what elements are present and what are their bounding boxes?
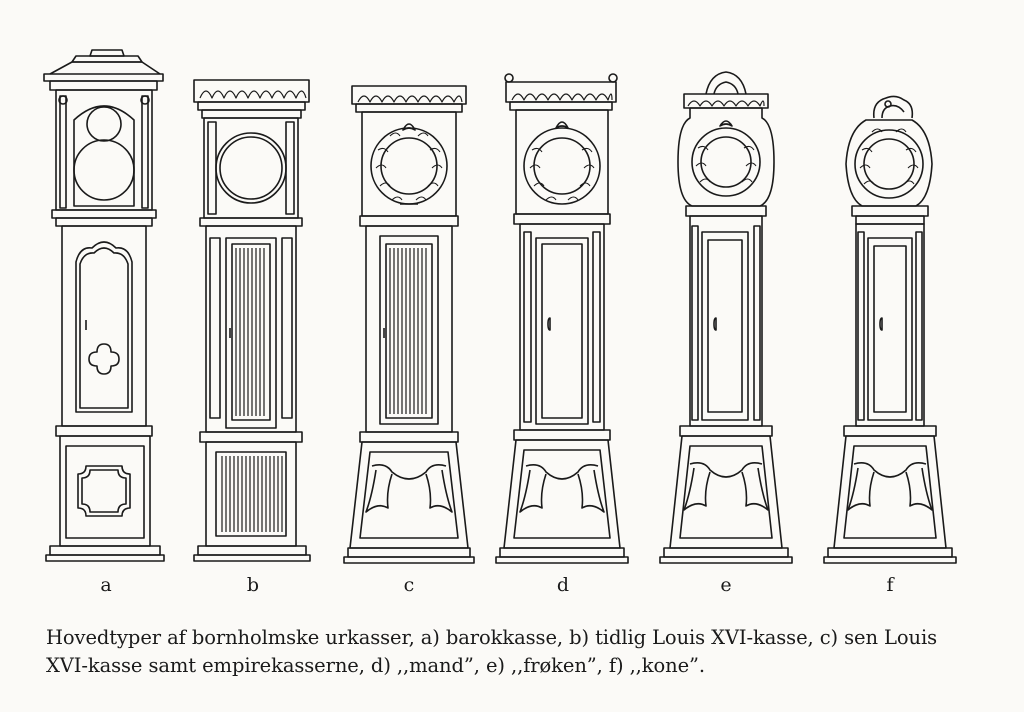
- clock-d-mand-case: [495, 73, 629, 564]
- figure-caption: Hovedtyper af bornholmske urkasser, a) b…: [46, 624, 986, 680]
- clock-label-e: e: [720, 574, 732, 596]
- clock-c-late-louis-xvi-case: [343, 85, 475, 564]
- clock-b-early-louis-xvi-case: [193, 79, 311, 562]
- clock-label-f: f: [886, 574, 894, 596]
- clock-e-froeken-case: [659, 71, 793, 564]
- clock-label-a: a: [100, 574, 112, 596]
- clock-label-c: c: [403, 574, 415, 596]
- clock-f-kone-case: [823, 95, 957, 564]
- clock-label-d: d: [556, 574, 570, 596]
- clock-a-baroque-case: [43, 49, 165, 562]
- caption-line-2: XVI-kasse samt empirekasserne, d) ,,mand…: [46, 654, 705, 677]
- clock-label-b: b: [246, 574, 260, 596]
- caption-line-1: Hovedtyper af bornholmske urkasser, a) b…: [46, 626, 938, 649]
